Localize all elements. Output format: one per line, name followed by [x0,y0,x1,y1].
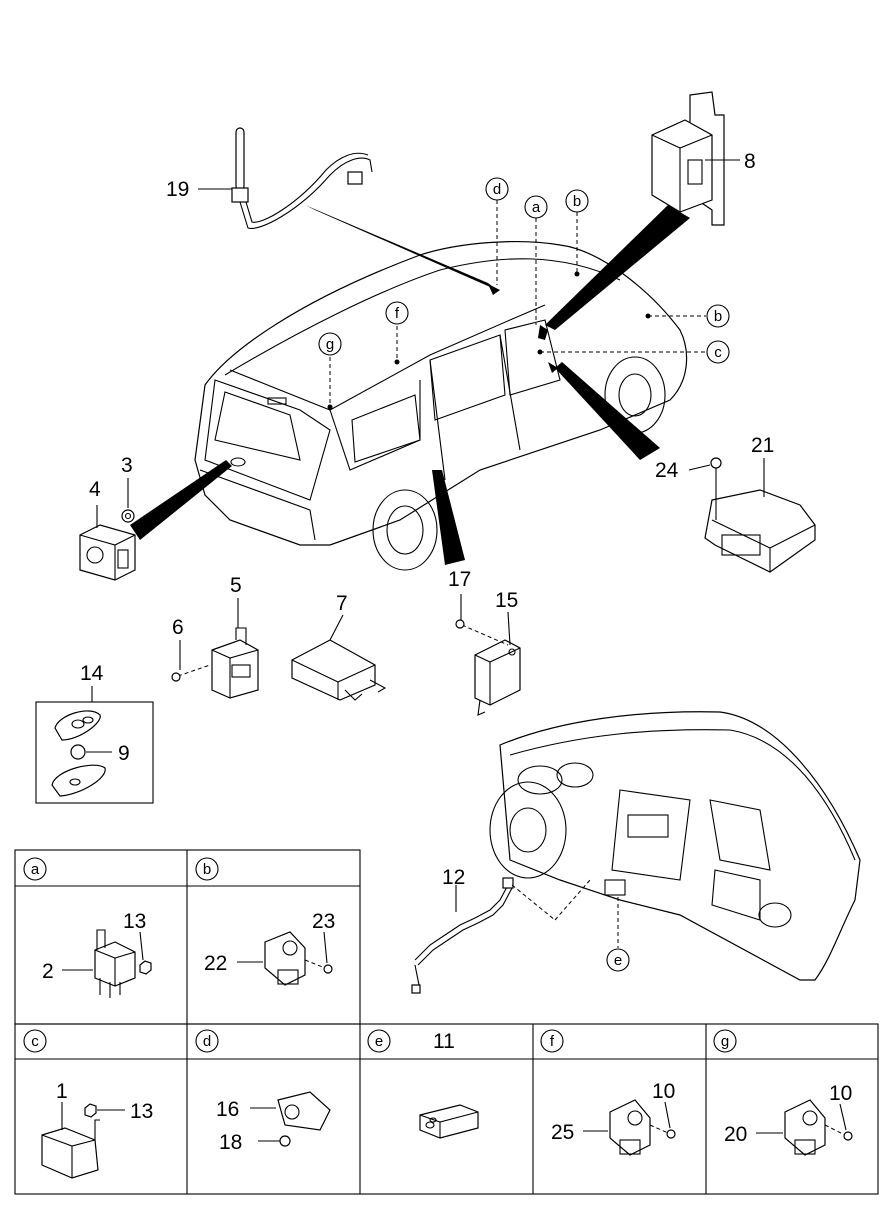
label-18: 18 [219,1131,242,1154]
switch-part-11 [419,1104,479,1139]
part-number-labels: 19 8 3 4 24 21 5 6 7 17 15 14 9 12 13 2 … [42,150,852,1154]
letter-f-car: f [395,305,400,322]
letter-d-cell: d [203,1033,211,1050]
label-22: 22 [204,952,227,975]
label-25: 25 [551,1121,574,1144]
label-4: 4 [89,478,101,501]
location-letter-labels: d a b b c f g e a b c d e f g [31,181,729,1050]
label-20: 20 [724,1123,747,1146]
letter-b-car-top: b [573,193,581,210]
letter-d-car: d [493,181,501,198]
label-13c: 13 [130,1100,153,1123]
label-5: 5 [230,574,242,597]
sensor-part-4 [79,505,136,581]
screw-part-6 [171,640,211,682]
location-circle-e-car [606,948,630,972]
label-15: 15 [495,589,518,612]
bolt-part-24 [688,457,722,520]
sensor-part-20 [756,1099,853,1156]
key-fob-box-part-14 [35,686,154,804]
label-21: 21 [751,434,774,457]
label-1: 1 [56,1080,68,1103]
label-19: 19 [166,178,189,201]
letter-e-car: e [614,952,622,969]
letter-c-cell: c [31,1033,39,1050]
label-24: 24 [655,459,679,482]
letter-g-car: g [326,336,334,353]
label-14: 14 [80,662,104,685]
label-7: 7 [336,592,348,615]
module-part-15 [474,611,521,716]
letter-a-cell: a [31,861,40,878]
label-11: 11 [433,1030,455,1053]
letter-g-cell: g [721,1033,729,1050]
label-9: 9 [118,742,130,765]
dashboard-illustration [489,711,861,981]
letter-b-cell: b [203,861,211,878]
module-part-8 [651,91,740,226]
label-16: 16 [216,1098,239,1121]
relay-part-2 [62,929,152,998]
leader-wedges [130,205,690,565]
label-13a: 13 [123,910,146,933]
letter-a-car: a [532,199,541,216]
location-circles-car [318,177,730,364]
sensor-part-16 [250,1091,331,1147]
module-part-7 [291,614,387,701]
screw-part-17 [455,594,509,646]
letter-b-car-side: b [714,308,722,325]
label-6: 6 [172,616,184,639]
nut-part-3 [121,478,135,523]
label-10f: 10 [652,1080,675,1103]
letter-f-cell: f [550,1033,555,1050]
module-part-5 [211,598,259,699]
label-2: 2 [42,960,54,983]
label-23: 23 [312,910,335,933]
cable-part-12 [411,877,591,994]
airbag-module-part-21 [704,458,816,573]
sensor-part-25 [583,1099,676,1156]
detail-grid [14,849,879,1195]
relay-part-1 [41,1102,125,1179]
location-leaders [327,200,706,410]
label-12: 12 [442,866,465,889]
label-8: 8 [744,150,756,173]
antenna-part-19 [198,127,373,230]
label-17: 17 [448,568,471,591]
letter-c-car: c [714,344,722,361]
letter-e-cell: e [375,1033,383,1050]
label-3: 3 [121,454,133,477]
label-10g: 10 [829,1082,852,1105]
sensor-part-22 [237,931,333,986]
